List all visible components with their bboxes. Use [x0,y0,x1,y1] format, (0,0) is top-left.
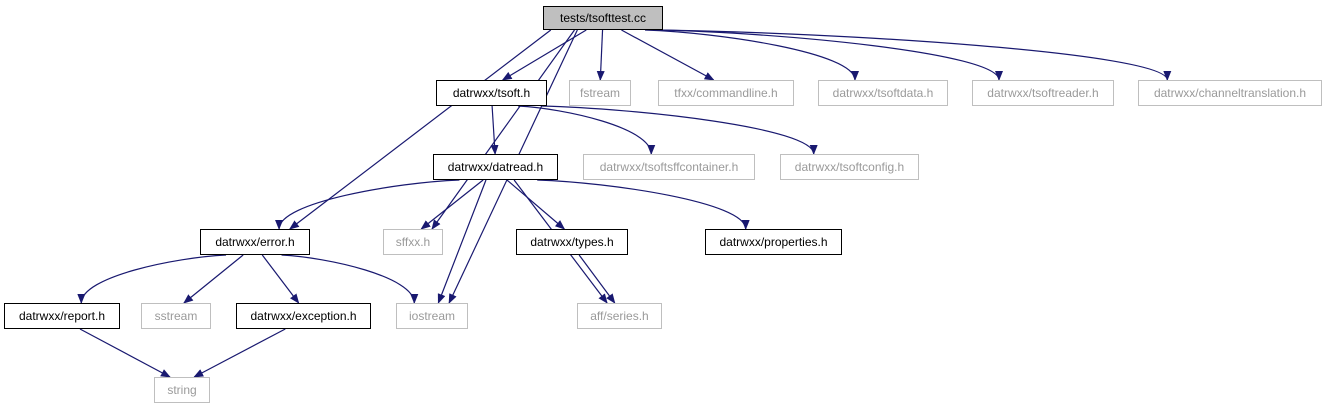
node-properties[interactable]: datrwxx/properties.h [705,229,842,255]
edge-tsoft-to-tsoftconfig [540,105,818,155]
edge-tsofttest-to-fstream [596,29,605,81]
node-fstream: fstream [569,80,631,106]
node-tsoftdata: datrwxx/tsoftdata.h [818,80,948,106]
edge-exception-to-string [193,328,286,378]
edge-tsofttest-to-commandline [621,29,715,81]
node-string: string [154,377,210,403]
edge-datread-to-sffxx [420,179,484,230]
node-commandline: tfxx/commandline.h [658,80,794,106]
edge-error-to-exception [261,254,300,304]
node-tsofttest[interactable]: tests/tsofttest.cc [543,6,663,30]
node-report[interactable]: datrwxx/report.h [4,303,120,329]
node-sstream: sstream [141,303,211,329]
node-types[interactable]: datrwxx/types.h [516,229,628,255]
node-tsoft[interactable]: datrwxx/tsoft.h [436,80,547,106]
edge-error-to-report [77,254,227,304]
edge-tsofttest-to-tsoftdata [644,29,859,81]
edge-datread-to-iostream [437,179,487,304]
edge-tsoft-to-tsoftsffcontainer [518,105,656,155]
edge-error-to-iostream [281,254,419,304]
node-datread[interactable]: datrwxx/datread.h [433,154,558,180]
edge-datread-to-properties [537,179,750,230]
node-series: aff/series.h [577,303,662,329]
edge-tsoft-to-datread [490,105,499,155]
node-iostream: iostream [396,303,468,329]
node-error[interactable]: datrwxx/error.h [200,229,310,255]
edge-datread-to-error [275,179,460,230]
node-tsoftreader: datrwxx/tsoftreader.h [972,80,1114,106]
node-channeltranslation: datrwxx/channeltranslation.h [1138,80,1322,106]
edge-types-to-series [578,254,616,304]
edge-tsofttest-to-tsoftreader [656,29,1003,81]
node-sffxx: sffxx.h [383,229,443,255]
edge-tsofttest-to-error [289,29,552,230]
edge-error-to-sstream [183,254,244,304]
edge-tsofttest-to-sffxx [431,29,575,230]
edge-tsofttest-to-channeltranslation [656,29,1172,81]
node-exception[interactable]: datrwxx/exception.h [236,303,371,329]
node-tsoftsffcontainer: datrwxx/tsoftsffcontainer.h [583,154,755,180]
edge-tsofttest-to-tsoft [501,29,587,81]
edge-datread-to-types [506,179,566,230]
node-tsoftconfig: datrwxx/tsoftconfig.h [780,154,919,180]
edge-report-to-string [79,328,171,378]
